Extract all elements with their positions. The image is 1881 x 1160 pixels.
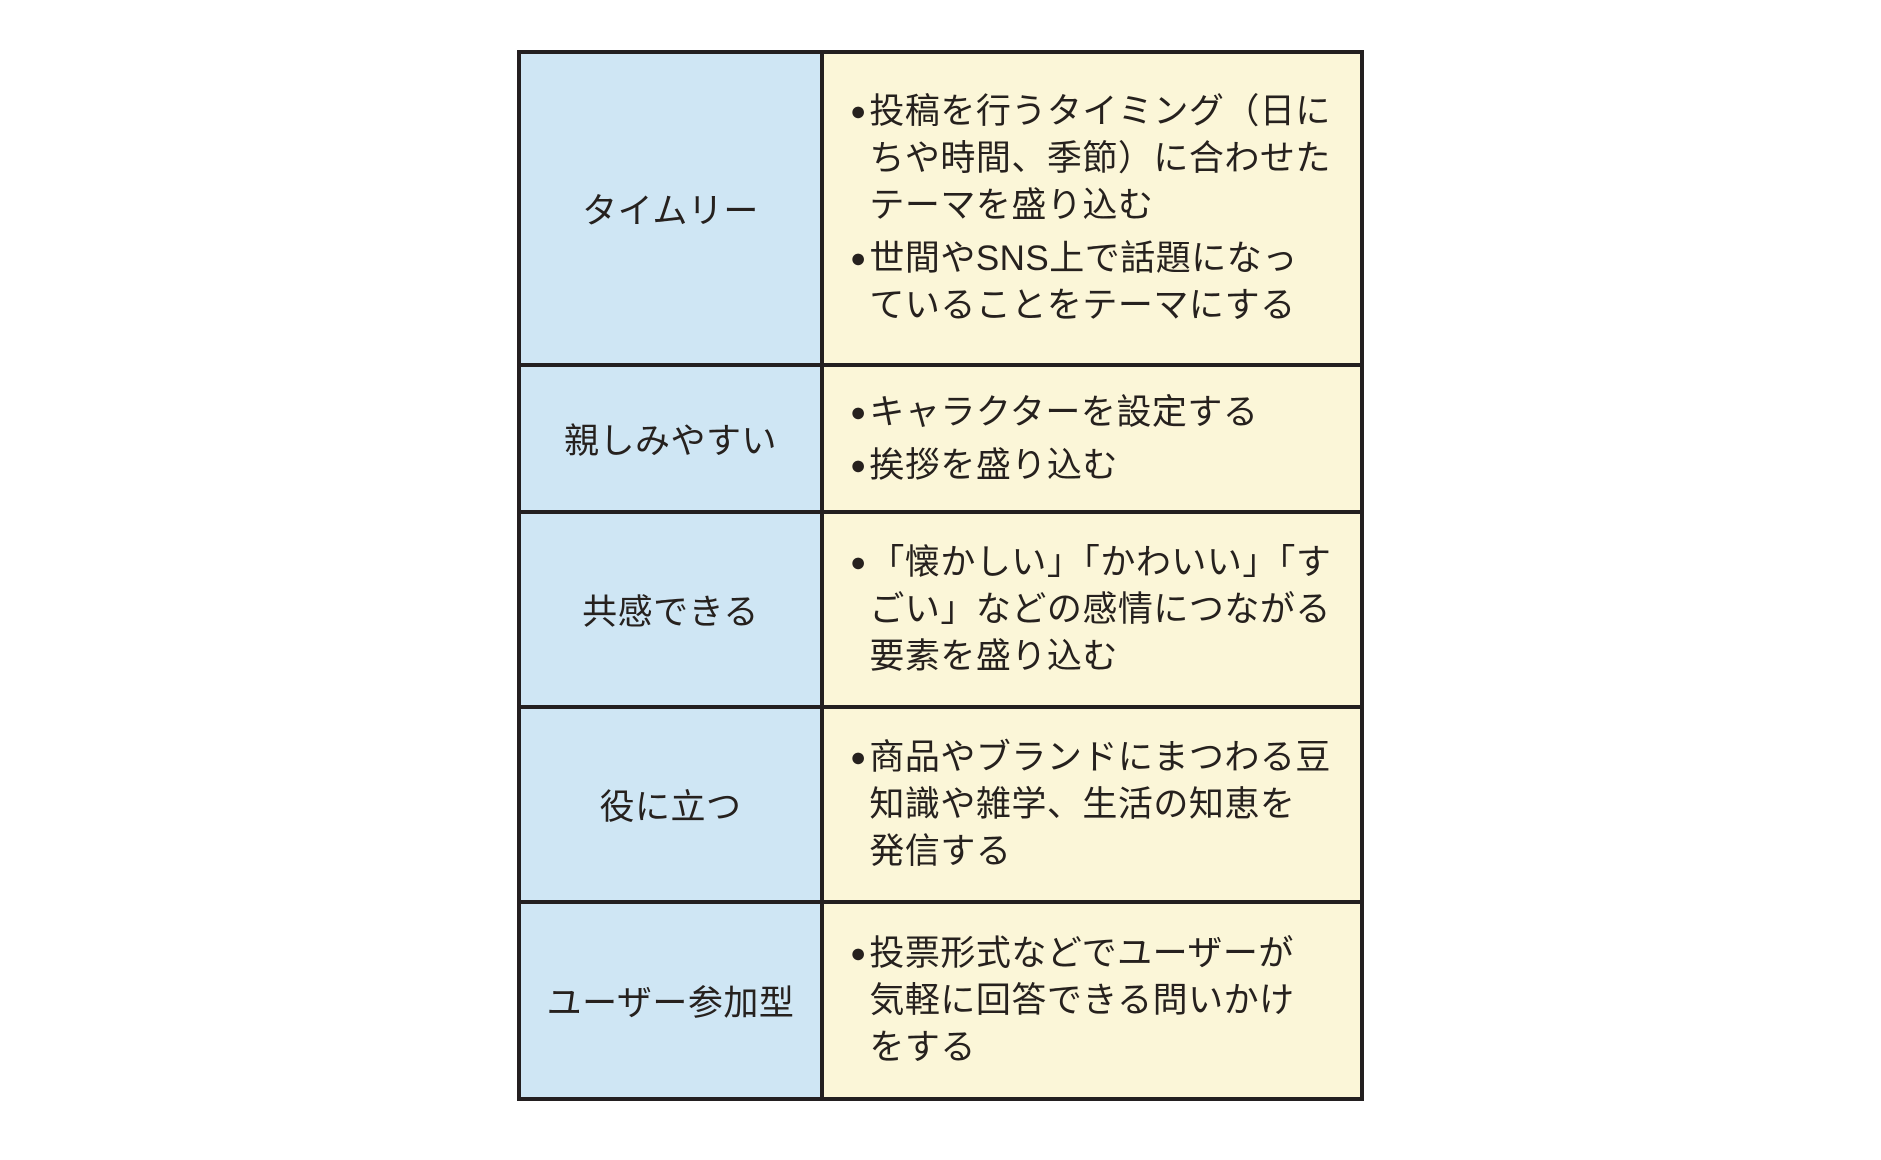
bullet-text: 投票形式などでユーザーが 気軽に回答できる問いかけ をする <box>869 934 1295 1067</box>
bullet-icon: ● <box>850 547 867 577</box>
bullet-list: ● キャラクターを設定する ● 挨拶を盛り込む <box>850 389 1352 489</box>
bullet-item: ● 世間やSNS上で話題になっ ていることをテーマにする <box>850 235 1352 329</box>
bullet-list: ● 商品やブランドにまつわる豆 知識や雑学、生活の知恵を 発信する <box>850 734 1352 875</box>
bullet-icon: ● <box>850 243 867 273</box>
bullet-text: 挨拶を盛り込む <box>869 445 1118 485</box>
table-row: ユーザー参加型 ● 投票形式などでユーザーが 気軽に回答できる問いかけ をする <box>517 900 1364 1101</box>
bullet-item: ● 「懐かしい」「かわいい」「す ごい」などの感情につながる 要素を盛り込む <box>850 539 1352 680</box>
table-row: タイムリー ● 投稿を行うタイミング（日に ちや時間、季節）に合わせた テーマを… <box>517 50 1364 367</box>
bullet-text: 「懐かしい」「かわいい」「す ごい」などの感情につながる 要素を盛り込む <box>869 543 1332 676</box>
row-label: 親しみやすい <box>563 422 777 461</box>
bullet-text: キャラクターを設定する <box>869 392 1259 432</box>
bullet-item: ● 投票形式などでユーザーが 気軽に回答できる問いかけ をする <box>850 930 1352 1071</box>
bullet-list: ● 投票形式などでユーザーが 気軽に回答できる問いかけ をする <box>850 930 1352 1071</box>
bullet-item: ● 商品やブランドにまつわる豆 知識や雑学、生活の知恵を 発信する <box>850 734 1352 875</box>
row-label: ユーザー参加型 <box>546 984 795 1023</box>
bullet-text: 投稿を行うタイミング（日に ちや時間、季節）に合わせた テーマを盛り込む <box>869 92 1331 225</box>
row-label-cell: タイムリー <box>517 50 824 367</box>
row-content-cell: ● 商品やブランドにまつわる豆 知識や雑学、生活の知恵を 発信する <box>820 705 1364 904</box>
bullet-list: ● 「懐かしい」「かわいい」「す ごい」などの感情につながる 要素を盛り込む <box>850 539 1352 680</box>
table-row: 役に立つ ● 商品やブランドにまつわる豆 知識や雑学、生活の知恵を 発信する <box>517 705 1364 904</box>
sns-post-tips-table: タイムリー ● 投稿を行うタイミング（日に ちや時間、季節）に合わせた テーマを… <box>517 50 1364 1101</box>
bullet-text: 商品やブランドにまつわる豆 知識や雑学、生活の知恵を 発信する <box>869 738 1331 871</box>
row-label-cell: 親しみやすい <box>517 363 824 514</box>
bullet-list: ● 投稿を行うタイミング（日に ちや時間、季節）に合わせた テーマを盛り込む ●… <box>850 88 1352 329</box>
table-row: 共感できる ● 「懐かしい」「かわいい」「す ごい」などの感情につながる 要素を… <box>517 510 1364 709</box>
row-label-cell: 共感できる <box>517 510 824 709</box>
bullet-icon: ● <box>850 449 867 480</box>
bullet-item: ● 投稿を行うタイミング（日に ちや時間、季節）に合わせた テーマを盛り込む <box>850 88 1352 229</box>
row-content-cell: ● 投稿を行うタイミング（日に ちや時間、季節）に合わせた テーマを盛り込む ●… <box>820 50 1364 367</box>
row-label-cell: ユーザー参加型 <box>517 900 824 1101</box>
bullet-item: ● 挨拶を盛り込む <box>850 442 1352 489</box>
row-label: 共感できる <box>582 593 759 632</box>
bullet-item: ● キャラクターを設定する <box>850 389 1352 436</box>
row-label: 役に立つ <box>599 788 742 827</box>
row-content-cell: ● キャラクターを設定する ● 挨拶を盛り込む <box>820 363 1364 514</box>
bullet-text: 世間やSNS上で話題になっ ていることをテーマにする <box>869 239 1298 325</box>
row-label: タイムリー <box>582 192 759 231</box>
row-label-cell: 役に立つ <box>517 705 824 904</box>
bullet-icon: ● <box>850 96 867 126</box>
bullet-icon: ● <box>850 938 867 968</box>
bullet-icon: ● <box>850 396 867 427</box>
bullet-icon: ● <box>850 742 867 772</box>
row-content-cell: ● 投票形式などでユーザーが 気軽に回答できる問いかけ をする <box>820 900 1364 1101</box>
row-content-cell: ● 「懐かしい」「かわいい」「す ごい」などの感情につながる 要素を盛り込む <box>820 510 1364 709</box>
table-row: 親しみやすい ● キャラクターを設定する ● 挨拶を盛り込む <box>517 363 1364 514</box>
